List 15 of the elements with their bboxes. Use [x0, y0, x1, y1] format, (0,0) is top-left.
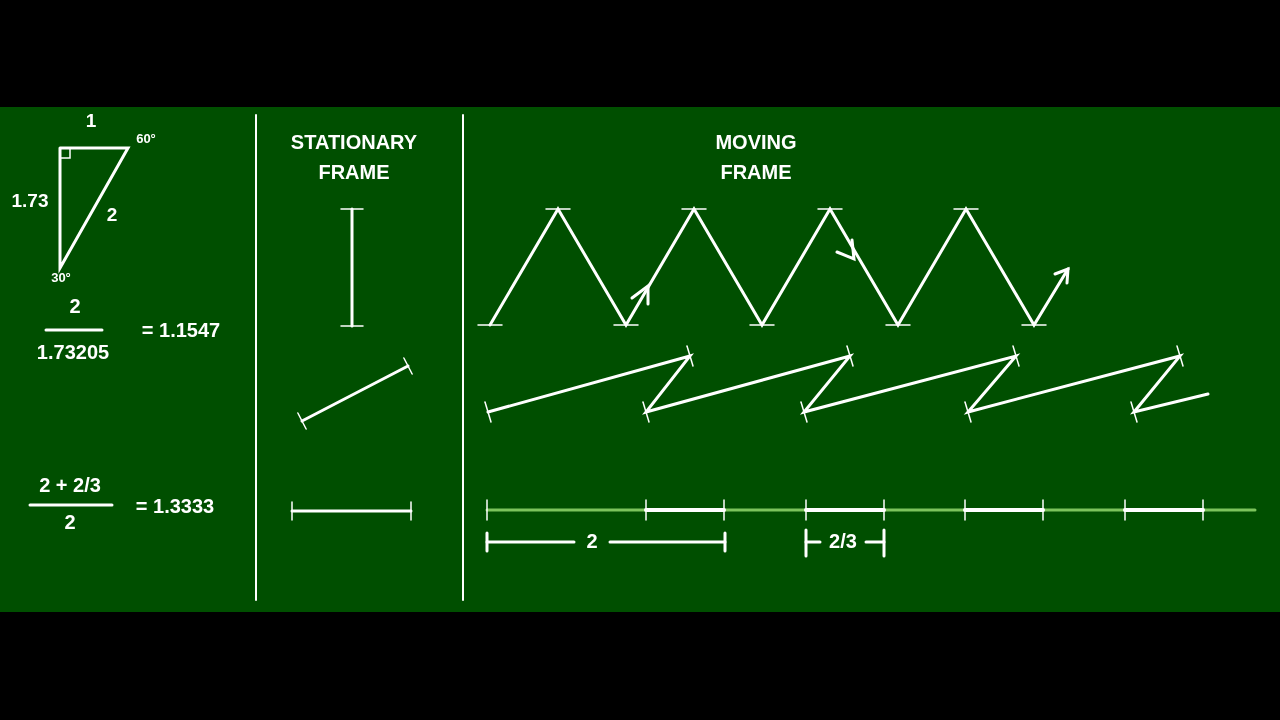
fraction-numerator: 2	[69, 294, 81, 318]
fraction-denominator: 1.73205	[36, 340, 110, 364]
angle-label: 30°	[51, 270, 71, 286]
dimension-label: 2/3	[829, 529, 857, 553]
dimension-label: 2	[586, 529, 598, 553]
equation-result: = 1.3333	[135, 494, 215, 518]
column-heading: MOVING FRAME	[714, 130, 798, 185]
fraction-denominator: 2	[64, 510, 76, 534]
angle-label: 60°	[136, 131, 156, 147]
side-length-label: 1.73	[11, 189, 49, 213]
equation-result: = 1.1547	[141, 318, 221, 342]
side-length-label: 1	[85, 109, 97, 133]
column-heading: STATIONARY FRAME	[289, 130, 419, 185]
fraction-numerator: 2 + 2/3	[39, 473, 101, 497]
side-length-label: 2	[106, 203, 118, 227]
